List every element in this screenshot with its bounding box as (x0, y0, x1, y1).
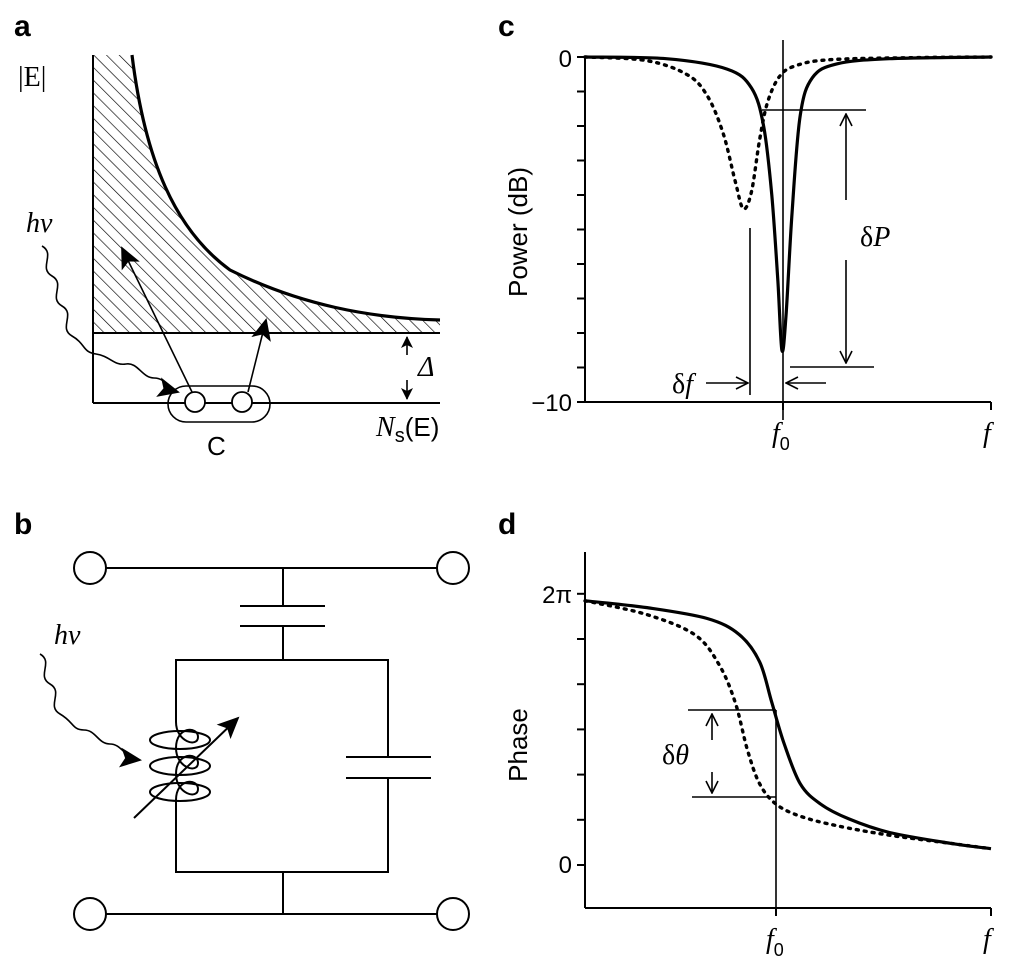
terminal-bottom-right (436, 897, 470, 931)
phase-tick-2pi: 2π (542, 582, 572, 609)
phase-y-ticks (577, 592, 585, 866)
energy-axis-label: |E| (18, 62, 46, 93)
panel-c: c Power (dB) 0 −10 δP δf f0 f (498, 10, 994, 454)
df-label: δf (672, 369, 696, 400)
power-curve-solid (584, 55, 992, 353)
power-tick-minus10: −10 (531, 390, 572, 417)
kinetic-inductor-icon (174, 712, 200, 820)
cooper-pair-outline (167, 385, 271, 423)
dP-label: δP (860, 222, 890, 253)
excitation-arrow-1 (121, 246, 193, 393)
excitation-arrow-2 (247, 318, 271, 393)
photon-wave-a (41, 245, 180, 397)
coil-turn-3 (149, 782, 211, 802)
phase-f0-label: f0 (766, 924, 784, 960)
photon-label-b: hv (54, 620, 81, 651)
resonator-loop-top (175, 659, 389, 757)
gap-label: Δ (417, 352, 434, 383)
panel-b-label: b (14, 508, 32, 541)
terminal-bottom-left (73, 897, 107, 931)
panel-d: d Phase 2π 0 δθ f0 f (498, 508, 994, 960)
power-tick-0: 0 (559, 46, 572, 73)
power-f-label: f (983, 418, 994, 449)
photon-label-a: hv (26, 208, 53, 239)
electron-2 (231, 391, 253, 413)
photon-wave-b (39, 653, 142, 768)
power-curve-dotted (583, 55, 993, 211)
terminal-top-right (436, 551, 470, 585)
panel-b: b hv (14, 508, 470, 931)
electron-1 (184, 391, 206, 413)
phase-curve-solid (584, 599, 992, 851)
panel-a-label: a (14, 10, 31, 43)
cooper-pair-label: C (207, 431, 226, 461)
power-y-ticks (577, 56, 585, 403)
phase-axis-label: Phase (503, 708, 533, 782)
dos-axis-label: Ns(E) (375, 412, 439, 447)
power-f0-label: f0 (772, 418, 790, 454)
phase-curve-dotted (583, 599, 993, 851)
coil-turn-1 (149, 730, 211, 750)
resonator-loop-bottom (175, 778, 389, 873)
dtheta-label: δθ (662, 740, 689, 771)
panel-c-label: c (498, 10, 515, 43)
variable-arrow (133, 716, 240, 819)
panel-d-label: d (498, 508, 516, 541)
dos-curve (130, 54, 441, 322)
quasiparticle-region (93, 55, 440, 333)
panel-a: a |E| Δ hv C Ns(E) (14, 10, 441, 461)
phase-f-label: f (983, 924, 994, 955)
terminal-top-left (73, 551, 107, 585)
phase-tick-0: 0 (559, 852, 572, 879)
power-axis-label: Power (dB) (503, 167, 533, 297)
